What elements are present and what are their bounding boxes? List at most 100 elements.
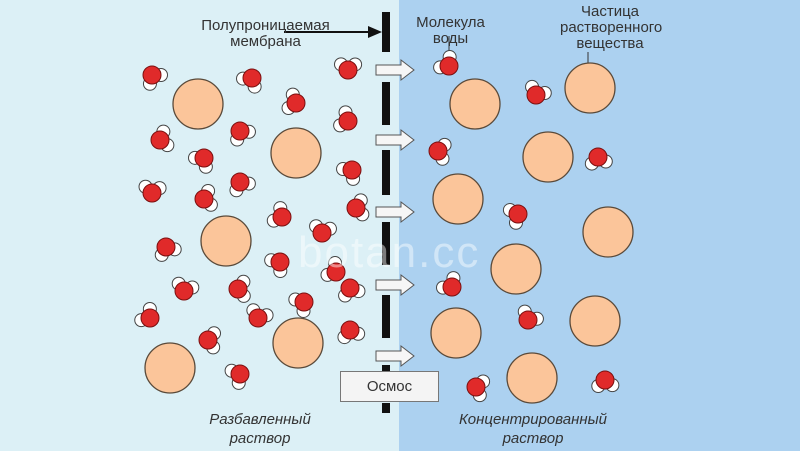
water-molecule: [236, 68, 262, 94]
water-molecule: [338, 278, 366, 303]
water-molecule: [336, 160, 362, 186]
water-molecule: [134, 302, 160, 328]
concentrated-solution-label: Концентрированный раствор: [458, 411, 608, 447]
oxygen-atom: [518, 310, 538, 330]
solute-particle: [569, 295, 621, 347]
oxygen-atom: [156, 237, 176, 257]
water-molecule: [346, 193, 370, 222]
oxygen-atom: [272, 207, 292, 227]
solute-particle: [172, 78, 224, 130]
water-molecule: [264, 252, 290, 278]
water-molecule: [142, 65, 168, 91]
water-molecule: [266, 201, 292, 228]
oxygen-atom: [588, 147, 608, 167]
oxygen-atom: [342, 160, 362, 180]
osmosis-label-box: Осмос: [340, 371, 439, 402]
water-molecule: [502, 203, 528, 230]
dilute-solution-label: Разбавленный раствор: [209, 411, 311, 447]
solute-particle: [490, 243, 542, 295]
water-molecule: [224, 363, 250, 390]
water-molecule: [320, 256, 346, 282]
oxygen-atom: [140, 308, 160, 328]
oxygen-atom: [338, 111, 358, 131]
solute-particle: [270, 127, 322, 179]
osmosis-arrow-icon: [375, 344, 415, 368]
solute-particle: [582, 206, 634, 258]
osmosis-arrow-icon: [375, 128, 415, 152]
membrane-label: Полупроницаемая мембрана: [201, 17, 330, 50]
oxygen-atom: [150, 130, 170, 150]
oxygen-atom: [326, 262, 346, 282]
water-molecule: [591, 370, 620, 394]
solute-particle: [200, 215, 252, 267]
water-molecule-label: Молекула воды: [416, 14, 485, 47]
oxygen-atom: [595, 370, 615, 390]
water-molecule: [188, 148, 214, 174]
water-molecule: [154, 237, 182, 262]
oxygen-atom: [312, 223, 332, 243]
watermark: botan.cc: [298, 228, 481, 277]
osmosis-arrow-icon: [375, 273, 415, 297]
oxygen-atom: [242, 68, 262, 88]
solute-particle: [449, 78, 501, 130]
oxygen-atom: [142, 65, 162, 85]
membrane-pointer-arrowhead: [368, 26, 382, 38]
water-molecule: [333, 105, 358, 133]
water-molecule: [436, 271, 462, 297]
water-molecule: [584, 147, 613, 171]
oxygen-atom: [174, 281, 194, 301]
oxygen-atom: [194, 189, 214, 209]
oxygen-atom: [346, 198, 366, 218]
solute-particle: [430, 307, 482, 359]
water-molecule: [433, 50, 459, 76]
water-molecule: [246, 303, 274, 328]
water-molecule: [171, 276, 200, 301]
membrane-segment: [382, 82, 390, 125]
water-molecule: [198, 326, 222, 355]
water-molecule: [334, 57, 363, 80]
oxygen-atom: [248, 308, 268, 328]
osmosis-arrow-icon: [375, 58, 415, 82]
water-molecule: [150, 124, 175, 153]
water-molecule: [228, 274, 251, 303]
oxygen-atom: [230, 172, 250, 192]
water-molecule: [428, 137, 452, 166]
solute-particle: [144, 342, 196, 394]
solute-particle: [564, 62, 616, 114]
water-molecule: [229, 172, 256, 198]
oxygen-atom: [442, 277, 462, 297]
membrane-segment: [382, 365, 390, 372]
oxygen-atom: [142, 183, 162, 203]
oxygen-atom: [194, 148, 214, 168]
water-molecule: [337, 320, 366, 345]
membrane-segment: [382, 222, 390, 265]
solute-particle: [506, 352, 558, 404]
solute-particle: [522, 131, 574, 183]
oxygen-atom: [340, 278, 360, 298]
oxygen-atom: [270, 252, 290, 272]
membrane-segment: [382, 150, 390, 195]
oxygen-atom: [428, 141, 448, 161]
oxygen-atom: [340, 320, 360, 340]
oxygen-atom: [294, 292, 314, 312]
water-molecule: [230, 121, 256, 147]
water-molecule: [138, 179, 167, 203]
water-molecule: [517, 304, 544, 330]
oxygen-atom: [439, 56, 459, 76]
oxygen-atom: [526, 85, 546, 105]
solute-particle-label: Частица растворенного вещества: [560, 3, 663, 52]
oxygen-atom: [466, 377, 486, 397]
membrane-segment: [382, 295, 390, 338]
oxygen-atom: [338, 60, 358, 80]
water-molecule: [288, 292, 314, 318]
water-molecule: [309, 219, 337, 243]
oxygen-atom: [286, 93, 306, 113]
membrane-segment: [382, 12, 390, 52]
oxygen-atom: [508, 204, 528, 224]
water-molecule: [281, 87, 306, 116]
osmosis-arrow-icon: [375, 200, 415, 224]
water-molecule: [466, 374, 491, 403]
water-molecule: [525, 79, 552, 105]
oxygen-atom: [198, 330, 218, 350]
